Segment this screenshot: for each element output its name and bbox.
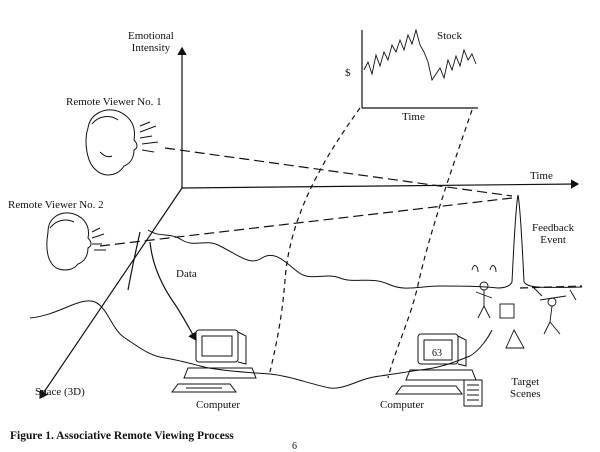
right-computer-label: Computer [380, 399, 424, 411]
time-axis [181, 179, 580, 189]
remote-viewer-1-label: Remote Viewer No. 1 [66, 96, 162, 108]
time-axis-label: Time [530, 170, 553, 182]
right-computer-drawing [395, 333, 483, 407]
data-arrow [149, 241, 197, 342]
space-axis [39, 187, 183, 399]
stock-dashed-curve-left [269, 107, 361, 373]
target-scenes-sketches [471, 265, 577, 349]
figure-caption: Figure 1. Associative Remote Viewing Pro… [10, 430, 234, 442]
right-screen-number: 63 [432, 348, 442, 359]
stock-time-label: Time [402, 111, 425, 123]
intensity-trace-upper [147, 194, 583, 289]
space-3d-label: Space (3D) [35, 386, 85, 398]
page-number: 6 [292, 441, 297, 452]
left-computer-label: Computer [196, 399, 240, 411]
feedback-event-label: Feedback Event [532, 222, 575, 246]
emotional-intensity-label: Emotional Intensity [128, 30, 174, 54]
data-label: Data [176, 268, 197, 280]
remote-viewer-1-head [85, 109, 159, 176]
remote-viewer-2-label: Remote Viewer No. 2 [8, 199, 104, 211]
dollar-sign: $ [345, 67, 351, 79]
remote-viewer-2-head [46, 212, 106, 271]
viewer1-dashed-line [164, 147, 513, 197]
intensity-trace-lower [29, 300, 493, 389]
stock-label: Stock [437, 30, 463, 42]
target-scenes-label: Target Scenes [510, 376, 541, 400]
left-computer-drawing [171, 329, 257, 393]
viewer2-dashed-line [99, 197, 513, 247]
stock-inset-chart [361, 28, 478, 109]
stock-dashed-curve-right [387, 109, 473, 379]
